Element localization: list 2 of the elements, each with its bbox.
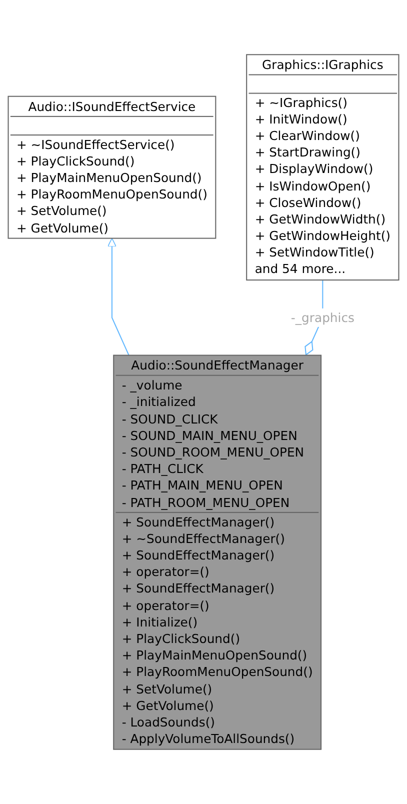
edge-label: -_graphics — [290, 310, 354, 325]
arrow — [107, 238, 130, 356]
